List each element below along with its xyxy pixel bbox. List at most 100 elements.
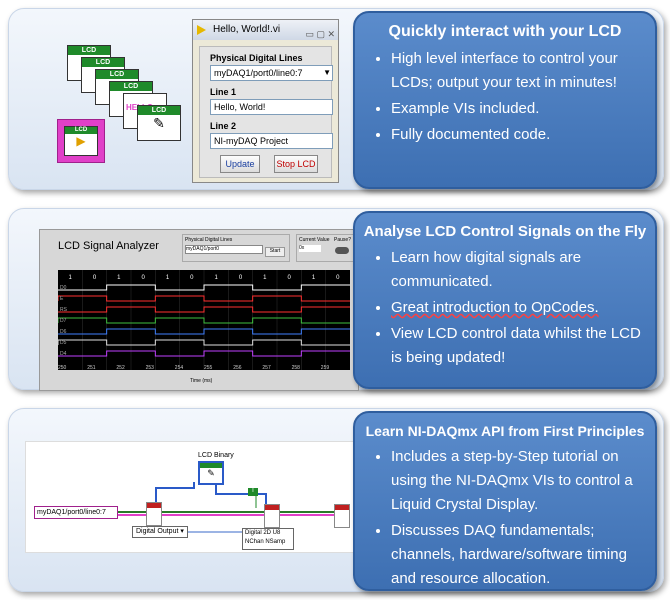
bit-label: 0 xyxy=(190,275,194,281)
bullet-item: Fully documented code. xyxy=(391,123,643,147)
lines-select[interactable]: myDAQ1/port0 xyxy=(185,245,263,254)
bullet-item: View LCD control data whilst the LCD is … xyxy=(391,322,643,370)
row-label: D5 xyxy=(60,340,67,346)
card-bullets: Learn how digital signals are communicat… xyxy=(355,246,655,370)
stop-lcd-button[interactable]: Stop LCD xyxy=(274,155,318,173)
row-label: RS xyxy=(60,307,68,313)
bullet-item: High level interface to control your LCD… xyxy=(391,47,643,95)
current-value-field: 0x xyxy=(299,245,321,252)
tick-label: 253 xyxy=(146,365,155,370)
lines-group: Physical Digital Lines myDAQ1/port0 Star… xyxy=(182,234,290,262)
lcd-signal-analyzer: LCD Signal Analyzer Physical Digital Lin… xyxy=(39,229,359,391)
digital-output-selector[interactable]: Digital Output ▾ xyxy=(132,526,188,538)
bit-label: 0 xyxy=(287,275,291,281)
row-label: D0 xyxy=(60,285,67,291)
daqmx-write-node[interactable] xyxy=(264,504,280,528)
bit-label: 0 xyxy=(239,275,243,281)
tick-label: 259 xyxy=(321,365,330,370)
panel-signal-analyzer: LCD Signal Analyzer Physical Digital Lin… xyxy=(8,208,664,391)
block-diagram: myDAQ1/port0/line0:7 Digital Output ▾ LC… xyxy=(25,441,357,553)
daqmx-clear-node[interactable] xyxy=(334,504,350,528)
pause-toggle[interactable] xyxy=(335,247,349,254)
signal-trace xyxy=(57,295,350,302)
panel-daqmx: myDAQ1/port0/line0:7 Digital Output ▾ LC… xyxy=(8,408,664,592)
signal-trace xyxy=(58,306,350,313)
tick-label: 257 xyxy=(262,365,271,370)
window-titlebar: Hello, World!.vi ▭ ▢ ✕ xyxy=(193,20,338,40)
tick-label: 256 xyxy=(233,365,242,370)
bit-label: 0 xyxy=(141,275,145,281)
feature-card-quick-interact: Quickly interact with your LCD High leve… xyxy=(353,11,657,189)
plot-xlabel: Time (ms) xyxy=(190,378,213,384)
bit-label: 1 xyxy=(263,275,267,281)
bit-label: 1 xyxy=(312,275,316,281)
tick-label: 251 xyxy=(87,365,96,370)
channel-select[interactable]: myDAQ1/port0/line0:7 ▼ xyxy=(210,65,333,81)
block-diagram-wires xyxy=(116,482,336,533)
tick-label: 254 xyxy=(175,365,184,370)
bit-label: 1 xyxy=(166,275,170,281)
panel-quick-interact: LCD LCD LCD LCD HELLO LCD ✎ LCD ▶ Hello,… xyxy=(8,8,664,190)
signal-trace xyxy=(57,339,350,346)
current-value-group: Current Value 0x Pause? xyxy=(296,234,354,262)
start-button[interactable]: Start xyxy=(265,247,285,257)
tick-label: 255 xyxy=(204,365,213,370)
tick-label: 252 xyxy=(116,365,125,370)
hello-world-window: Hello, World!.vi ▭ ▢ ✕ Physical Digital … xyxy=(192,19,339,183)
line1-field[interactable]: Hello, World! xyxy=(210,99,333,115)
feature-card-daqmx: Learn NI-DAQmx API from First Principles… xyxy=(353,411,657,591)
boolean-constant[interactable]: T xyxy=(248,488,258,496)
labview-vi-icon xyxy=(197,25,206,35)
card-title: Learn NI-DAQmx API from First Principles xyxy=(365,423,645,439)
window-controls[interactable]: ▭ ▢ ✕ xyxy=(305,29,335,39)
pause-label: Pause? xyxy=(334,237,351,243)
channel-constant[interactable]: myDAQ1/port0/line0:7 xyxy=(34,506,118,519)
feature-card-signal-analyzer: Analyse LCD Control Signals on the Fly L… xyxy=(353,211,657,389)
bullet-item: Example VIs included. xyxy=(391,97,643,121)
bit-label: 0 xyxy=(336,275,340,281)
row-label: E xyxy=(60,296,64,302)
lcd-cube-icon: LCD ▶ xyxy=(57,119,105,163)
row-label: D6 xyxy=(60,329,67,335)
line2-field[interactable]: NI-myDAQ Project xyxy=(210,133,333,149)
card-bullets: High level interface to control your LCD… xyxy=(355,47,655,147)
lines-label: Physical Digital Lines xyxy=(185,237,233,243)
bullet-item: Includes a step-by-Step tutorial on usin… xyxy=(391,445,643,517)
card-title: Analyse LCD Control Signals on the Fly xyxy=(363,223,647,240)
daqmx-create-node[interactable] xyxy=(146,502,162,526)
bit-label: 1 xyxy=(117,275,121,281)
signal-trace xyxy=(58,328,350,335)
row-label: D4 xyxy=(60,351,67,357)
lcd-pencil-icon: LCD ✎ xyxy=(137,105,181,141)
update-button[interactable]: Update xyxy=(220,155,260,173)
tick-label: 250 xyxy=(58,365,67,370)
card-title: Quickly interact with your LCD xyxy=(388,23,622,40)
signal-trace xyxy=(57,317,350,324)
line1-label: Line 1 xyxy=(210,87,237,97)
tick-label: 258 xyxy=(292,365,301,370)
signal-trace xyxy=(58,284,350,291)
window-title: Hello, World!.vi xyxy=(213,24,281,35)
lcd-binary-label: LCD Binary xyxy=(198,452,234,459)
analyzer-title: LCD Signal Analyzer xyxy=(58,240,159,252)
physical-lines-label: Physical Digital Lines xyxy=(210,53,303,63)
lcd-binary-subvi[interactable]: ✎ xyxy=(198,461,224,485)
signal-trace xyxy=(58,350,350,357)
channel-constant-value: myDAQ1/port0/line0:7 xyxy=(37,509,106,516)
channel-select-value: myDAQ1/port0/line0:7 xyxy=(214,68,303,78)
row-label: D7 xyxy=(60,318,67,324)
chevron-down-icon[interactable]: ▼ xyxy=(323,68,331,77)
bit-label: 0 xyxy=(93,275,97,281)
lines-select-value: myDAQ1/port0 xyxy=(186,246,220,252)
bullet-item: Learn how digital signals are communicat… xyxy=(391,246,643,294)
bit-label: 1 xyxy=(68,275,72,281)
bullet-item: Great introduction to OpCodes. xyxy=(391,296,643,320)
bullet-item: Discusses DAQ fundamentals; channels, ha… xyxy=(391,519,643,591)
line2-label: Line 2 xyxy=(210,121,237,131)
current-value-label: Current Value xyxy=(299,237,330,243)
card-bullets: Includes a step-by-Step tutorial on usin… xyxy=(355,445,655,591)
bit-label: 1 xyxy=(214,275,218,281)
